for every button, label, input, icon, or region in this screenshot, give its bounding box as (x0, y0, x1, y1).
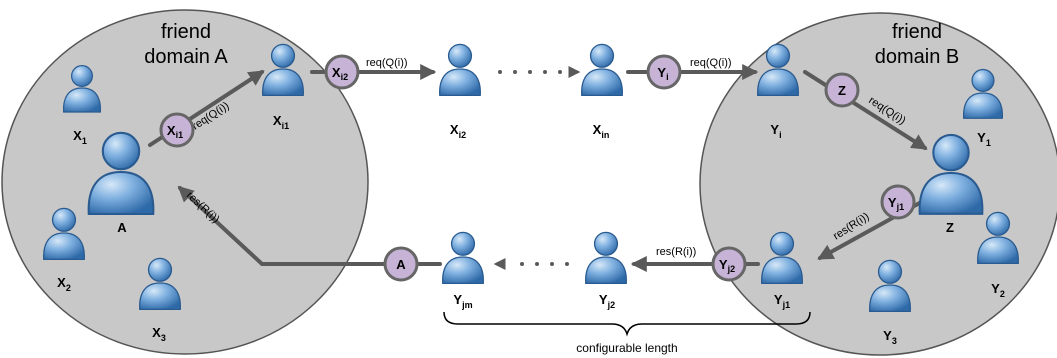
svg-text:Z: Z (838, 83, 846, 98)
msg-req-xin-yi: req(Q(i)) (690, 57, 732, 69)
msg-req-xi1-xi2: req(Q(i)) (366, 57, 408, 69)
person-icon-xin (580, 43, 624, 97)
arrow-yjm-to-a (177, 185, 442, 266)
label-y1: Y1 (977, 130, 991, 148)
length-brace (443, 311, 811, 337)
dots-response (520, 262, 569, 266)
label-xin: Xin (593, 122, 610, 140)
person-icon-xi2 (438, 43, 482, 97)
badge-xi1: Xi1 (159, 112, 195, 148)
svg-text:Yj2: Yj2 (719, 257, 735, 274)
msg-res-yj1-yj2: res(R(i)) (656, 246, 696, 258)
label-yjm: Yjm (453, 292, 472, 310)
label-x1: X1 (73, 128, 87, 146)
label-x3: X3 (152, 325, 166, 343)
label-y3: Y3 (883, 328, 897, 346)
svg-text:A: A (396, 257, 406, 272)
arrow-yi-to-z (803, 70, 928, 150)
svg-text:Yi: Yi (657, 65, 668, 82)
svg-text:Yj1: Yj1 (888, 195, 904, 212)
badge-yj2: Yj2 (711, 246, 747, 282)
label-yj2: Yj2 (599, 292, 615, 310)
badge-yi: Yi (646, 54, 682, 90)
svg-text:Xi2: Xi2 (332, 65, 348, 82)
label-y2: Y2 (991, 281, 1005, 299)
badge-a: A (383, 246, 419, 282)
domain-b-title-line1: friend (892, 21, 942, 43)
person-icon-yj2 (584, 231, 628, 285)
badge-z: Z (824, 72, 860, 108)
badges: Xi1 Xi2 Yi Z Yj1 Yj2 A (159, 54, 916, 282)
domain-a-title-line2: domain A (144, 46, 228, 68)
label-yj1: Yj1 (774, 292, 790, 310)
label-z: Z (946, 220, 954, 235)
person-icon-yjm (441, 231, 485, 285)
domain-a-title-line1: friend (161, 21, 211, 43)
label-yi: Yi (770, 122, 781, 140)
dots-request (498, 70, 562, 74)
label-xi1: Xi1 (273, 113, 289, 131)
svg-text:Xi1: Xi1 (167, 123, 183, 140)
badge-yj1: Yj1 (880, 184, 916, 220)
domain-b-title-line2: domain B (875, 46, 960, 68)
label-x2: X2 (57, 275, 71, 293)
label-xi2: Xi2 (450, 122, 466, 140)
badge-xi2: Xi2 (324, 54, 360, 90)
caption-configurable-length: configurable length (576, 341, 677, 355)
label-a: A (117, 220, 127, 235)
